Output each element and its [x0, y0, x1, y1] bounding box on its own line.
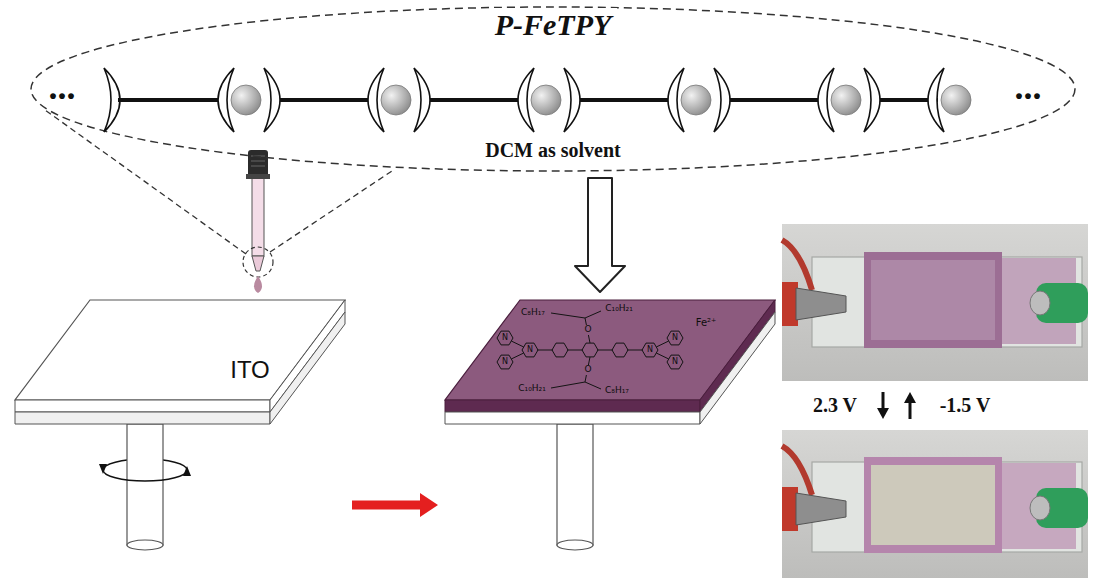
device-photo: [782, 430, 1088, 578]
alkyl-chain-label: C₁₀H₂₁: [518, 384, 545, 394]
nitrogen-atom: N: [672, 358, 678, 367]
leader-line: [270, 169, 395, 252]
nitrogen-atom: N: [647, 346, 653, 355]
continuation-dots: ...: [49, 68, 76, 108]
solution-ellipse: P-FeTPY DCM as solvent: [28, 4, 1078, 174]
pipette: [246, 150, 270, 271]
process-arrow: [352, 493, 438, 517]
zoom-circle: [243, 247, 273, 277]
leader-line: [45, 110, 246, 254]
continuation-dots: ...: [1015, 68, 1042, 108]
ito-substrate: ITO: [10, 296, 350, 550]
coated-substrate-shape: [440, 296, 780, 550]
polymer-name: P-FeTPY: [489, 8, 618, 41]
oxygen-atom: O: [583, 325, 592, 335]
solution-drop: [254, 276, 262, 293]
nitrogen-atom: N: [672, 334, 678, 343]
nitrogen-atom: N: [502, 334, 508, 343]
nitrogen-atom: N: [527, 346, 533, 355]
solvent-note: DCM as solvent: [485, 139, 621, 161]
metal-ion-label: Fe²⁺: [696, 317, 717, 328]
nitrogen-atom: N: [502, 358, 508, 367]
coated-substrate: C₈H₁₇ C₁₀H₂₁ O O C₁₀H₂₁ C₈H₁₇ N N N N N N Fe²⁺: [440, 296, 780, 550]
substrate-label: ITO: [230, 357, 270, 383]
alkyl-chain-label: C₈H₁₇: [605, 386, 629, 396]
alkyl-chain-label: C₈H₁₇: [521, 308, 545, 318]
switch-arrows: [877, 392, 916, 419]
alkyl-chain-label: C₁₀H₂₁: [605, 304, 632, 314]
process-arrow: [575, 178, 625, 292]
voltage-label: -1.5 V: [940, 394, 991, 416]
voltage-label: 2.3 V: [813, 394, 857, 416]
ito-substrate-shape: [10, 296, 350, 550]
device-photo: [782, 224, 1088, 381]
oxygen-atom: O: [583, 365, 592, 375]
